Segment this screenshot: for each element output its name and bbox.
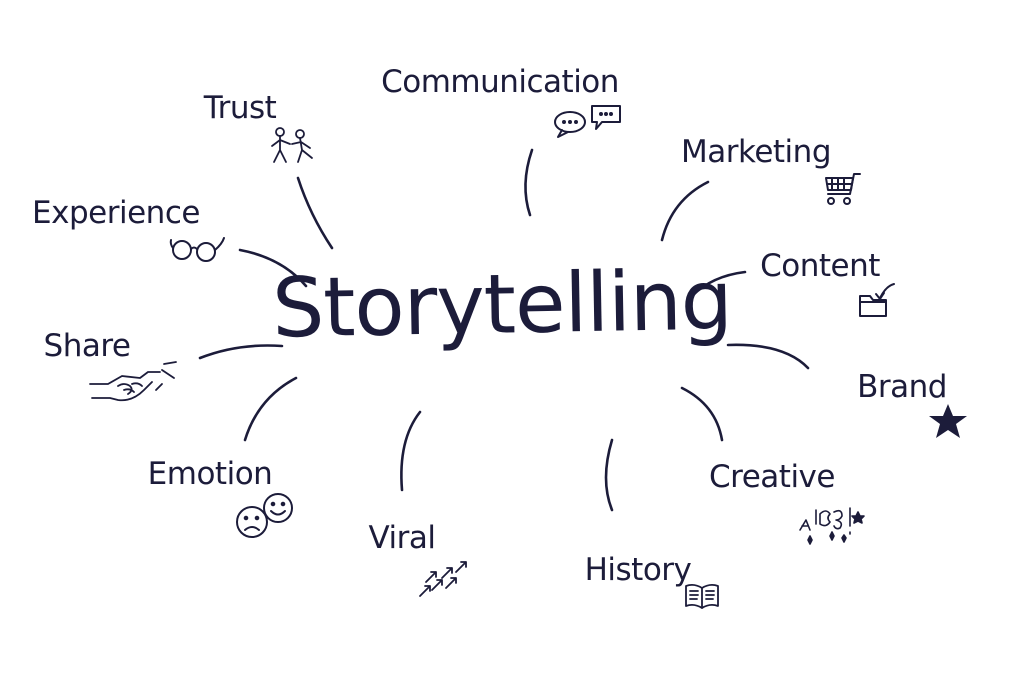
connector-brand: [726, 343, 810, 370]
book-icon: [682, 580, 722, 612]
connector-communication: [524, 148, 534, 217]
glasses-icon: [168, 232, 228, 264]
node-experience: Experience: [32, 195, 200, 231]
stick-figures-icon: [268, 126, 320, 166]
connector-history: [604, 438, 614, 512]
node-content: Content: [760, 248, 880, 284]
node-trust: Trust: [203, 90, 277, 126]
faces-icon: [232, 490, 298, 540]
node-brand: Brand: [857, 369, 947, 405]
folder-icon: [856, 280, 898, 320]
node-history: History: [584, 552, 692, 588]
node-viral: Viral: [368, 520, 437, 556]
sparkle-doodle-icon: [796, 502, 866, 548]
central-topic: Storytelling: [271, 253, 733, 357]
speech-bubbles-icon: [552, 102, 624, 140]
node-creative: Creative: [709, 459, 835, 495]
connector-marketing: [660, 180, 710, 242]
node-communication: Communication: [381, 64, 619, 100]
connector-trust: [296, 176, 334, 250]
arrows-icon: [416, 556, 472, 600]
node-emotion: Emotion: [147, 456, 273, 492]
connector-emotion: [243, 376, 298, 442]
connector-content: [690, 270, 747, 298]
connector-viral: [400, 410, 422, 492]
connector-experience: [238, 248, 308, 288]
connector-share: [198, 344, 284, 360]
connector-creative: [680, 386, 724, 442]
shopping-cart-icon: [820, 170, 864, 208]
star-icon: [926, 402, 970, 440]
handshake-icon: [88, 360, 180, 404]
node-share: Share: [43, 328, 131, 364]
node-marketing: Marketing: [680, 134, 832, 170]
